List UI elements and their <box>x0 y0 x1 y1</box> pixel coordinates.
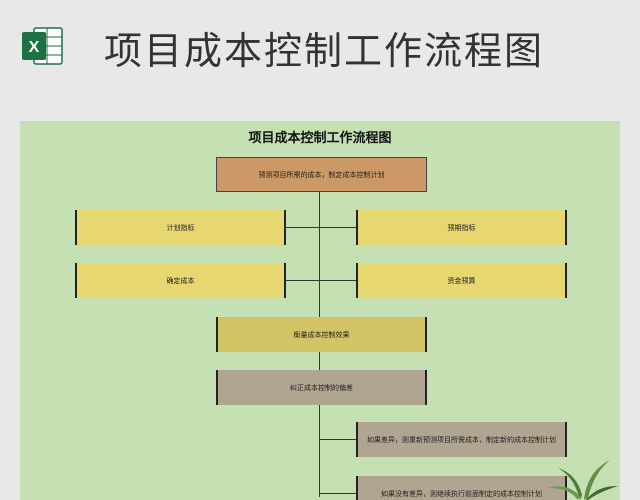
node-plan-indicators: 计划指标 <box>75 210 286 245</box>
node-if-no-difference: 如果没有差异，则继续执行前面制定的成本控制计划 <box>356 476 567 500</box>
node-fund-budget: 资金预算 <box>356 263 567 298</box>
flowchart-title: 项目成本控制工作流程图 <box>248 131 392 146</box>
node-correct-deviation: 纠正成本控制的偏差 <box>216 370 427 405</box>
flowchart-sheet: 项目成本控制工作流程图 预测项目所需的成本，制定成本控制计划 计划指标 预期指标… <box>20 121 620 500</box>
connector-branch <box>319 397 320 497</box>
plant-decoration <box>548 460 618 500</box>
connector-branch-2 <box>319 493 356 494</box>
node-measure-effect: 衡量成本控制效果 <box>216 317 427 352</box>
connector-row1 <box>286 227 356 228</box>
page-header: X 项目成本控制工作流程图 <box>0 0 640 100</box>
connector-row2 <box>286 280 356 281</box>
node-plan: 预测项目所需的成本，制定成本控制计划 <box>216 157 427 192</box>
node-expected-indicators: 预期指标 <box>356 210 567 245</box>
connector-trunk <box>319 192 320 372</box>
excel-logo-letter: X <box>29 39 40 56</box>
node-determine-cost: 确定成本 <box>75 263 286 298</box>
node-if-difference: 如果差异，则重新预测项目所需成本，制定新的成本控制计划 <box>356 422 567 457</box>
page-title: 项目成本控制工作流程图 <box>104 29 545 73</box>
connector-branch-1 <box>319 439 356 440</box>
excel-icon: X <box>22 27 63 65</box>
